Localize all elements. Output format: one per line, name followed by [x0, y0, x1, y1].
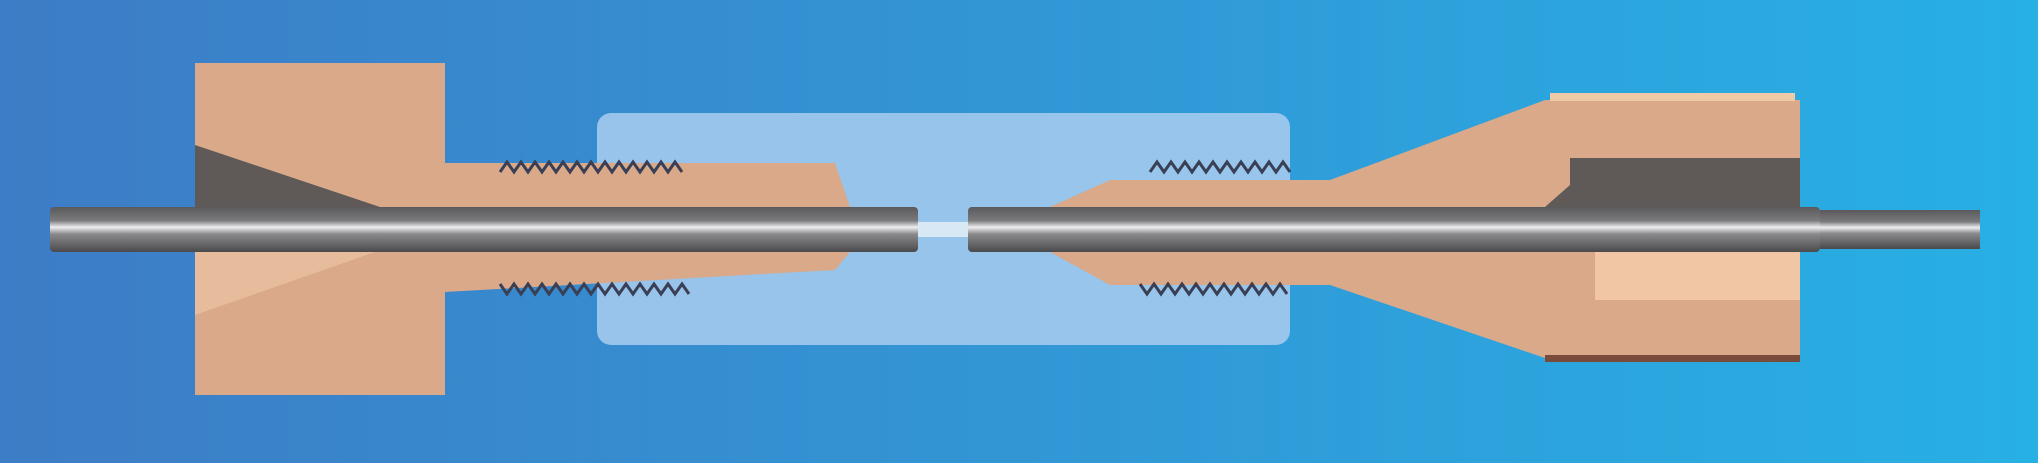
right-tube — [968, 207, 1820, 252]
gap-connector — [918, 222, 968, 237]
left-thread-bottom — [498, 281, 691, 297]
right-fitting-body — [1050, 93, 1800, 362]
left-thread-top — [498, 159, 684, 175]
left-tube — [50, 207, 918, 252]
right-thread-top — [1148, 159, 1292, 175]
right-tube-end — [1820, 210, 1980, 249]
left-fitting-nut — [195, 63, 850, 395]
right-thread-bottom — [1138, 281, 1289, 297]
